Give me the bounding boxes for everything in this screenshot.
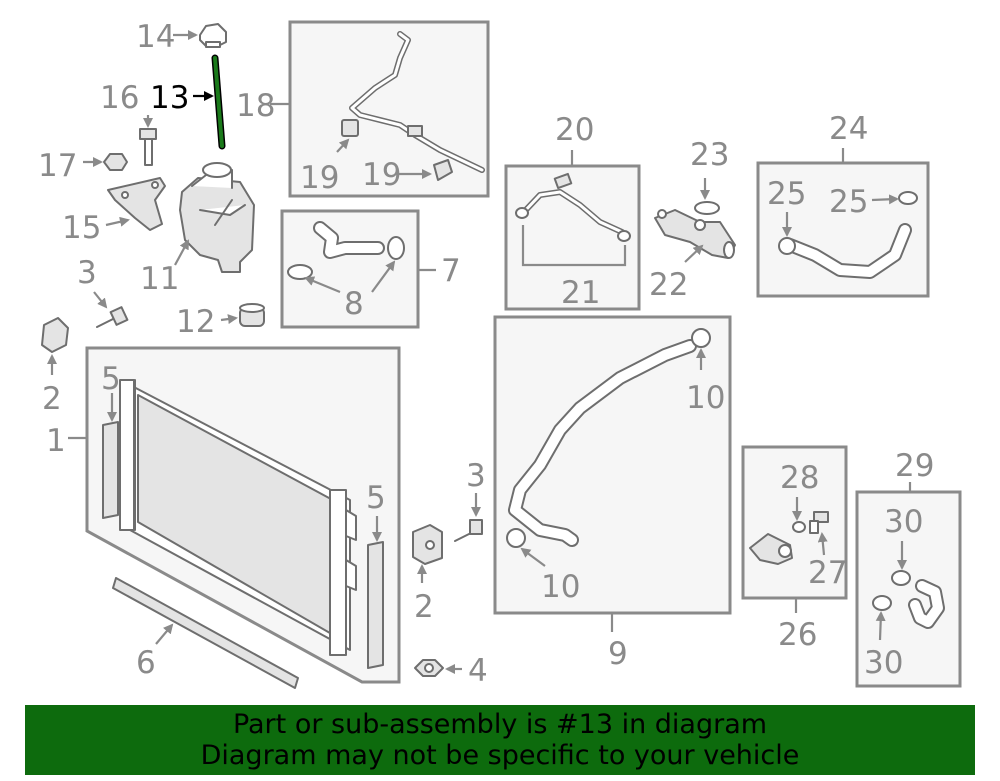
bracket-2-right: [412, 524, 443, 565]
callout-25-a: 25: [767, 176, 806, 212]
callout-12: 12: [176, 304, 215, 340]
bracket-2-left: [41, 317, 69, 353]
banner-line-disclaimer: Diagram may not be specific to your vehi…: [200, 740, 800, 771]
group-box-9: [493, 315, 732, 615]
callout-24: 24: [829, 111, 868, 147]
banner-text: Part or sub-assembly is #13 in diagram D…: [25, 709, 975, 771]
lower-seal-6: [112, 577, 299, 689]
clamp-30-b: [872, 595, 892, 611]
hose-24: [783, 223, 912, 279]
callout-25-b: 25: [829, 184, 868, 220]
callout-20: 20: [555, 112, 594, 148]
hose-9: [508, 339, 697, 547]
callout-9: 9: [608, 636, 628, 672]
clamp-30-a: [891, 570, 911, 586]
callout-10-a: 10: [686, 380, 725, 416]
cushion-12: [239, 303, 265, 327]
callout-6: 6: [136, 645, 156, 681]
callout-29: 29: [895, 448, 934, 484]
callout-2-left: 2: [42, 381, 62, 417]
reservoir-tank-11: [179, 162, 255, 273]
callout-8: 8: [344, 286, 364, 322]
overflow-hose-18: [349, 31, 485, 173]
callout-26: 26: [778, 617, 817, 653]
callout-3-left: 3: [77, 255, 97, 291]
bolt-3-left: [96, 306, 129, 328]
side-seal-5-right: [367, 541, 384, 669]
callout-27: 27: [808, 555, 847, 591]
callout-22: 22: [649, 267, 688, 303]
clamp-8-a: [287, 264, 313, 280]
info-banner: Part or sub-assembly is #13 in diagram D…: [25, 705, 975, 775]
callout-19-a: 19: [300, 160, 339, 196]
radiator-drawing: [119, 379, 357, 656]
callout-7: 7: [441, 253, 461, 289]
callout-14: 14: [136, 19, 175, 55]
callout-5-left: 5: [101, 361, 121, 397]
callout-5-right: 5: [366, 480, 386, 516]
callout-11: 11: [140, 261, 179, 297]
callout-16: 16: [100, 80, 139, 116]
callout-19-b: 19: [362, 157, 401, 193]
callout-18: 18: [236, 88, 275, 124]
bolt-27: [809, 511, 829, 534]
nut-4: [414, 659, 444, 677]
callout-17: 17: [38, 148, 77, 184]
callout-13-highlighted: 13: [150, 80, 189, 116]
callout-2-right: 2: [414, 589, 434, 625]
clamp-10-b: [506, 528, 526, 548]
clamp-25-b: [898, 191, 918, 205]
group-box-29: [855, 490, 962, 688]
bolt-16: [139, 128, 157, 166]
tube-21: [519, 189, 625, 235]
clip-19-a: [341, 119, 359, 137]
callout-23: 23: [690, 137, 729, 173]
clamp-21-b: [617, 230, 631, 242]
clamp-10-a: [691, 328, 711, 348]
clip-19-b: [433, 159, 453, 181]
washer-28: [792, 521, 806, 533]
bolt-3-right: [454, 519, 483, 542]
callout-30-a: 30: [884, 504, 923, 540]
callout-15: 15: [62, 210, 101, 246]
callout-21: 21: [561, 275, 600, 311]
callout-4: 4: [468, 653, 488, 689]
callout-3-right: 3: [466, 458, 486, 494]
clamp-21-a: [515, 207, 529, 219]
group-box-18: [288, 20, 490, 198]
reservoir-cap-14: [199, 23, 227, 48]
clamp-8-b: [387, 236, 405, 260]
water-outlet-22: [654, 209, 736, 259]
callout-1: 1: [46, 423, 66, 459]
clip-20: [553, 172, 573, 190]
sensor-26: [749, 533, 793, 565]
gasket-23: [694, 201, 720, 215]
reservoir-hose-13-highlighted: [211, 54, 226, 150]
hose-7: [313, 221, 385, 259]
nut-17: [103, 153, 128, 171]
bracket-15: [107, 177, 166, 231]
hose-29: [908, 579, 945, 629]
side-seal-5-left: [102, 421, 119, 519]
callout-10-b: 10: [541, 569, 580, 605]
callout-28: 28: [780, 460, 819, 496]
callout-30-b: 30: [864, 645, 903, 681]
banner-line-part: Part or sub-assembly is #13 in diagram: [232, 709, 768, 740]
clamp-25-a: [778, 237, 796, 255]
